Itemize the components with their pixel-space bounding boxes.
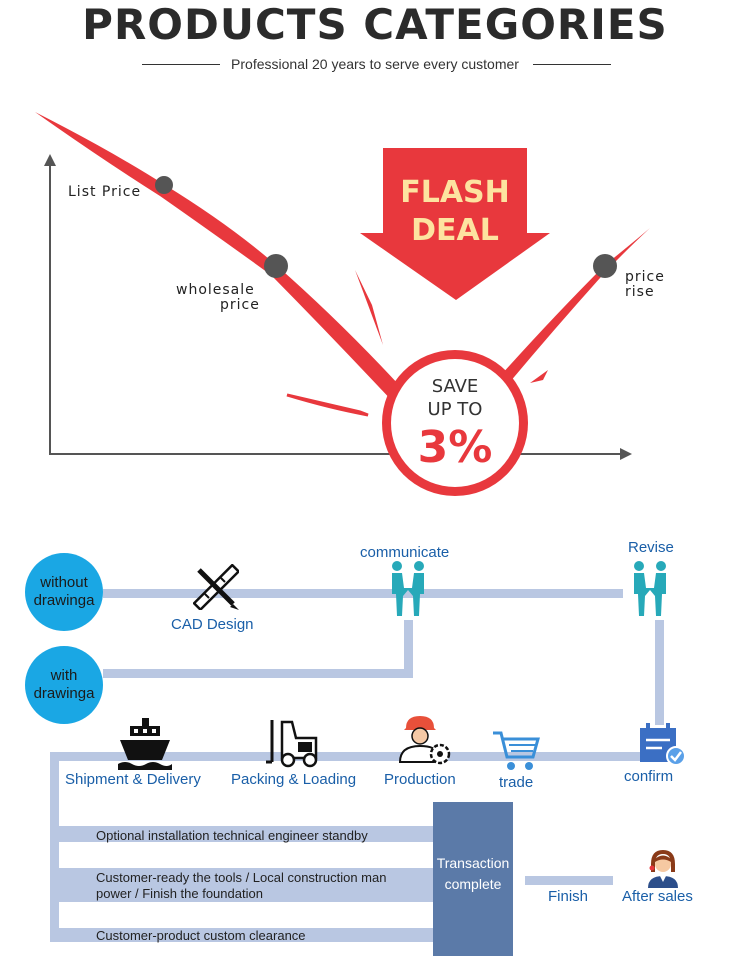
with-drawing-label: with drawinga (33, 667, 95, 702)
handshake-icon (392, 561, 424, 616)
bar-top (103, 589, 623, 598)
flash-deal-arrow (360, 148, 550, 300)
revise-label: Revise (628, 539, 674, 556)
without-drawing-label: without drawinga (33, 574, 95, 609)
shipment-label: Shipment & Delivery (65, 771, 201, 788)
subtitle-divider-right (533, 64, 611, 65)
save-line1: SAVE (432, 376, 479, 397)
note-installation: Optional installation technical engineer… (96, 828, 368, 843)
transaction-line1: Transaction (436, 855, 510, 871)
bar-left-vertical (50, 752, 59, 942)
save-badge (391, 359, 519, 487)
burst-shard-3 (530, 370, 548, 383)
after-sales-label: After sales (622, 888, 693, 905)
forklift-icon (266, 720, 318, 768)
price-curve-graphic: FLASH DEAL SAVE UP TO 3% (35, 112, 650, 496)
wholesale-price-dot (264, 254, 288, 278)
list-price-label: List Price (68, 184, 142, 200)
flash-deal-line2: DEAL (411, 213, 499, 248)
note-tools-line1: Customer-ready the tools / Local constru… (96, 870, 387, 885)
bar-note-2 (58, 868, 434, 902)
cad-design-label: CAD Design (171, 616, 254, 633)
trade-label: trade (499, 774, 534, 791)
note-tools-line2: power / Finish the foundation (96, 886, 263, 901)
y-axis-arrow (44, 154, 56, 166)
bar-note-3 (58, 928, 434, 942)
worker-gear-icon (398, 716, 451, 765)
page-subtitle: Professional 20 years to serve every cus… (231, 56, 519, 72)
ship-icon (118, 718, 172, 770)
price-rise-label-line1: price (625, 269, 665, 285)
burst-shard-2 (286, 393, 369, 417)
save-line2: UP TO (428, 399, 483, 420)
x-axis-arrow (620, 448, 632, 460)
transaction-box (433, 802, 513, 956)
bar-note-1 (58, 826, 434, 842)
bar-finish (525, 876, 613, 885)
price-rise-dot (593, 254, 617, 278)
page-title: PRODUCTS CATEGORIES (82, 0, 668, 49)
price-rise-swoosh (470, 228, 650, 418)
without-drawing-circle: without drawinga (25, 553, 103, 631)
note-clearance: Customer-product custom clearance (96, 928, 306, 943)
finish-label: Finish (548, 888, 589, 905)
revise-handshake-icon (634, 561, 666, 616)
price-rise-label-line2: rise (625, 284, 655, 300)
production-label: Production (384, 771, 456, 788)
flash-deal-line1: FLASH (400, 175, 510, 210)
support-agent-icon (648, 850, 678, 888)
subtitle-divider-left (142, 64, 220, 65)
bar-middle (50, 752, 640, 761)
bar-with-vertical (404, 620, 413, 678)
with-drawing-circle: with drawinga (25, 646, 103, 724)
save-value: 3% (418, 422, 493, 473)
cad-design-icon (193, 564, 239, 610)
shopping-cart-icon (493, 731, 540, 770)
price-drop-swoosh (35, 112, 420, 418)
confirm-label: confirm (624, 768, 674, 785)
transaction-line2: complete (444, 876, 502, 892)
packing-label: Packing & Loading (231, 771, 357, 788)
wholesale-label-line1: wholesale (176, 282, 255, 298)
communicate-label: communicate (360, 544, 450, 561)
transaction-label: Transaction complete (433, 853, 513, 895)
list-price-dot (155, 176, 173, 194)
bar-with-horizontal (103, 669, 413, 678)
bar-revise-vertical (655, 620, 664, 725)
burst-shard-1 (355, 270, 383, 345)
calendar-check-icon (640, 723, 686, 766)
wholesale-label-line2: price (220, 297, 260, 313)
